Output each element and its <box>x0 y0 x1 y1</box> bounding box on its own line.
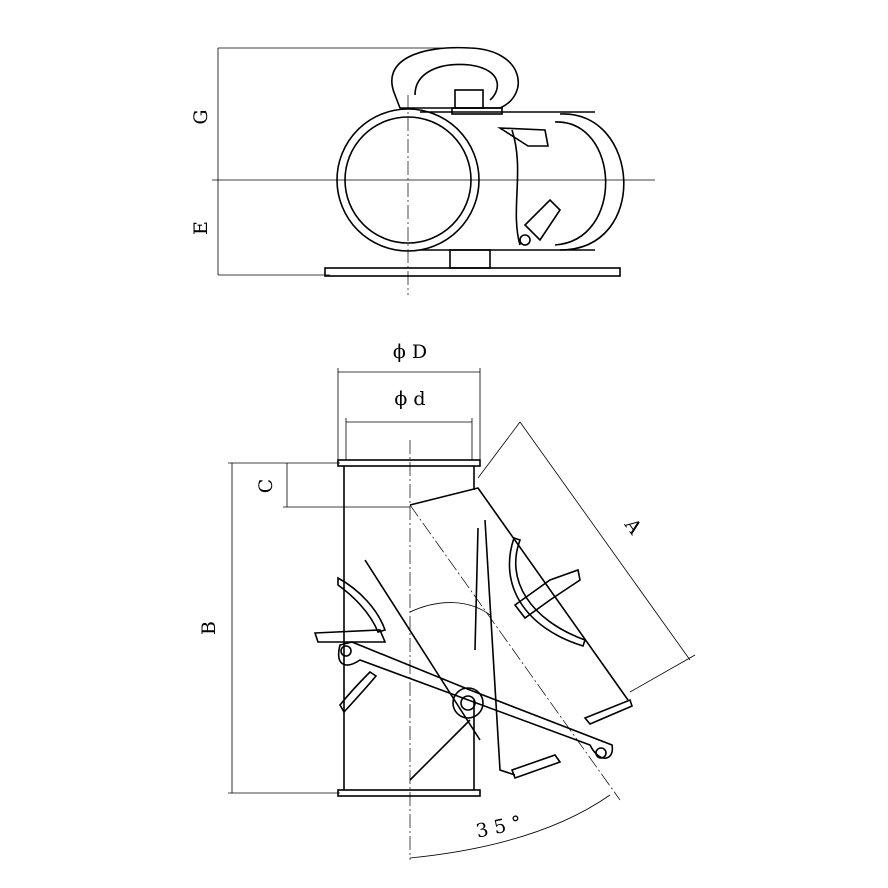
dimension-label-d: ϕ d <box>394 388 425 410</box>
top-view: G E <box>190 46 655 295</box>
base-plate <box>324 267 621 277</box>
dimension-label-e: E <box>190 221 212 235</box>
pipe-outer-circle <box>336 108 480 252</box>
handle-top <box>391 46 519 109</box>
dimension-label-D: ϕ D <box>393 341 427 363</box>
dimension-label-c: C <box>255 479 277 494</box>
dimension-label-b: B <box>198 621 220 635</box>
angle-arc <box>409 794 611 859</box>
front-view: ϕ D ϕ d B C A <box>198 341 696 860</box>
dimension-line-A <box>519 421 691 661</box>
dimension-label-g: G <box>190 109 212 124</box>
lever-arm <box>338 641 614 759</box>
dimension-label-a: A <box>619 514 646 539</box>
lever-pivot <box>452 687 484 719</box>
